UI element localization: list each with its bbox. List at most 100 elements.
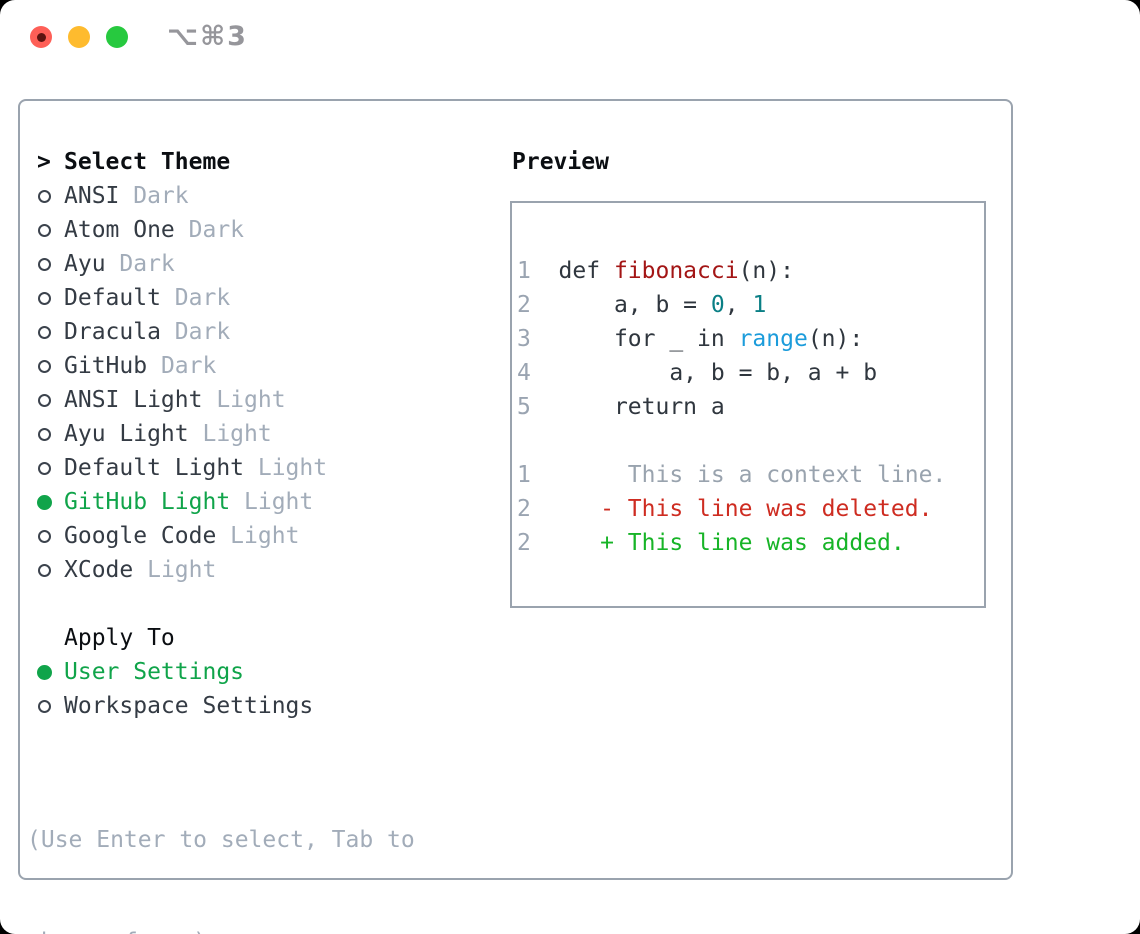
theme-name: GitHub Light <box>64 489 231 515</box>
radio-cell <box>36 485 64 519</box>
radio-unselected-icon <box>38 223 51 237</box>
radio-cell <box>36 451 64 485</box>
radio-cell <box>36 417 64 451</box>
code-line: 1 def fibonacci(n): <box>517 254 984 288</box>
code-line: 4 a, b = b, a + b <box>517 356 984 390</box>
theme-name: XCode <box>64 557 134 583</box>
radio-unselected-icon <box>38 325 51 339</box>
radio-cell <box>36 281 64 315</box>
theme-option-label: Ayu Dark <box>64 247 175 281</box>
theme-option[interactable]: Atom One Dark <box>36 213 486 247</box>
code-segment: (n): <box>807 326 864 352</box>
theme-option-label: ANSI Light Light <box>64 383 286 417</box>
theme-option-label: XCode Light <box>64 553 216 587</box>
theme-option[interactable]: Default Dark <box>36 281 486 315</box>
code-line: 3 for _ in range(n): <box>517 322 984 356</box>
preview-title: Preview <box>512 149 609 175</box>
theme-option[interactable]: XCode Light <box>36 553 486 587</box>
code-segment: a, b = <box>530 292 711 318</box>
close-button[interactable] <box>30 26 52 48</box>
theme-name: Ayu Light <box>64 421 189 447</box>
help-text: (Use Enter to select, Tab to change focu… <box>27 755 415 934</box>
radio-unselected-icon <box>38 393 51 407</box>
code-line: 2 - This line was deleted. <box>517 492 984 526</box>
select-theme-title: Select Theme <box>64 149 231 175</box>
theme-variant-tag: Dark <box>174 217 245 243</box>
radio-unselected-icon <box>38 189 51 203</box>
radio-cell <box>36 689 64 723</box>
theme-variant-tag: Light <box>133 557 217 583</box>
code-segment: 3 <box>517 326 531 352</box>
code-segment: 1 <box>752 292 767 318</box>
theme-name: Atom One <box>64 217 175 243</box>
theme-variant-tag: Dark <box>147 353 217 379</box>
code-segment: 2 <box>517 292 531 318</box>
select-theme-header: > Select Theme <box>36 145 486 179</box>
radio-unselected-icon <box>38 461 51 475</box>
theme-option[interactable]: GitHub Dark <box>36 349 486 383</box>
close-dot-icon <box>36 32 46 42</box>
theme-variant-tag: Dark <box>105 251 175 277</box>
code-segment: 0 <box>710 292 725 318</box>
code-line: 5 return a <box>517 390 984 424</box>
theme-variant-tag: Light <box>230 489 314 515</box>
theme-option-label: GitHub Light Light <box>64 485 313 519</box>
apply-option-label: User Settings <box>64 659 245 685</box>
zoom-button[interactable] <box>106 26 128 48</box>
radio-cell <box>36 349 64 383</box>
theme-option[interactable]: ANSI Light Light <box>36 383 486 417</box>
theme-option[interactable]: Ayu Light Light <box>36 417 486 451</box>
theme-option[interactable]: GitHub Light Light <box>36 485 486 519</box>
theme-option[interactable]: Dracula Dark <box>36 315 486 349</box>
theme-name: Default Light <box>64 455 245 481</box>
radio-cell <box>36 519 64 553</box>
theme-option-label: Atom One Dark <box>64 213 244 247</box>
code-segment: range <box>738 326 808 352</box>
spacer <box>36 587 486 621</box>
theme-variant-tag: Dark <box>160 319 231 345</box>
radio-unselected-icon <box>38 359 51 373</box>
radio-unselected-icon <box>38 699 51 713</box>
code-segment: 4 <box>517 360 531 386</box>
theme-option[interactable]: Default Light Light <box>36 451 486 485</box>
theme-option[interactable]: Ayu Dark <box>36 247 486 281</box>
apply-to-header: Apply To <box>36 621 486 655</box>
theme-name: ANSI Light <box>64 387 203 413</box>
theme-name: Dracula <box>64 319 161 345</box>
code-segment: This is a context line. <box>530 462 947 488</box>
cursor-arrow-icon: > <box>37 149 51 175</box>
theme-variant-tag: Light <box>216 523 300 549</box>
apply-option[interactable]: Workspace Settings <box>36 689 486 723</box>
radio-cell <box>36 383 64 417</box>
minimize-button[interactable] <box>68 26 90 48</box>
theme-option-label: Default Light Light <box>64 451 327 485</box>
theme-option[interactable]: Google Code Light <box>36 519 486 553</box>
theme-variant-tag: Light <box>188 421 272 447</box>
theme-name: Default <box>64 285 161 311</box>
theme-option-label: GitHub Dark <box>64 349 216 383</box>
theme-name: ANSI <box>64 183 120 209</box>
code-line: 2 a, b = 0, 1 <box>517 288 984 322</box>
apply-option[interactable]: User Settings <box>36 655 486 689</box>
code-segment: 5 <box>517 394 531 420</box>
code-segment: + This line was added. <box>530 530 905 556</box>
code-segment: 2 <box>517 530 531 556</box>
theme-variant-tag: Light <box>202 387 286 413</box>
theme-option[interactable]: ANSI Dark <box>36 179 486 213</box>
help-line: change focus) <box>27 925 415 934</box>
theme-name: GitHub <box>64 353 148 379</box>
theme-variant-tag: Dark <box>119 183 189 209</box>
code-segment: a, b = b, a + b <box>530 360 878 386</box>
code-segment: for _ in <box>530 326 739 352</box>
radio-unselected-icon <box>38 529 51 543</box>
radio-unselected-icon <box>38 427 51 441</box>
theme-option-label: Default Dark <box>64 281 230 315</box>
radio-cell <box>36 179 64 213</box>
theme-name: Google Code <box>64 523 217 549</box>
theme-option-label: ANSI Dark <box>64 179 189 213</box>
radio-unselected-icon <box>38 291 51 305</box>
